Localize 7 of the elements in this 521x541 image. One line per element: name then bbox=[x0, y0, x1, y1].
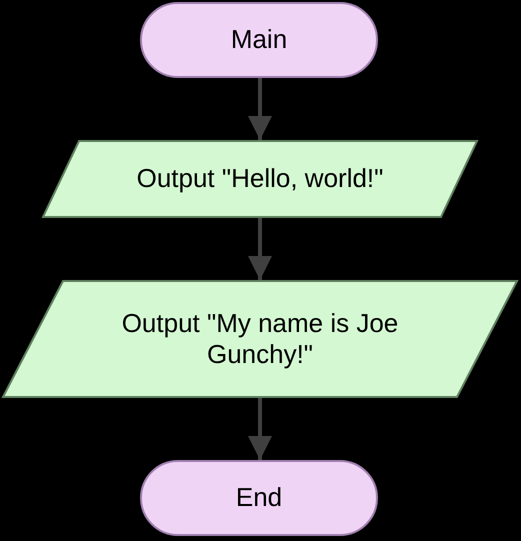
node-label: End bbox=[236, 482, 282, 514]
node-label: Output "My name is Joe Gunchy!" bbox=[120, 308, 400, 370]
arrow bbox=[248, 218, 272, 280]
node-label: Output "Hello, world!" bbox=[136, 163, 384, 195]
arrow bbox=[248, 398, 272, 460]
arrow bbox=[248, 78, 272, 140]
node-label: Main bbox=[230, 24, 288, 56]
